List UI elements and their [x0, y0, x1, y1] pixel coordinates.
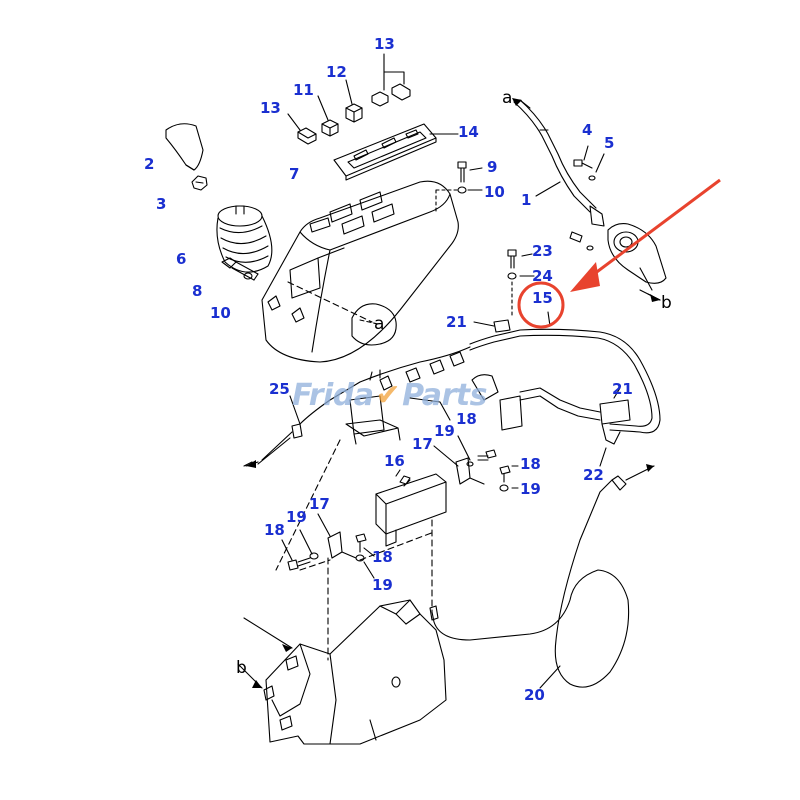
callout-11[interactable]: 11 [293, 81, 314, 99]
watermark-part2: Parts [402, 378, 487, 413]
reference-letter-a-top: a [502, 88, 513, 108]
highlight-arrow-head [570, 262, 600, 292]
watermark: Frida✔Parts [292, 378, 487, 413]
callout-16[interactable]: 16 [384, 452, 405, 470]
callout-3[interactable]: 3 [156, 195, 167, 213]
callout-7[interactable]: 7 [289, 165, 300, 183]
callout-4[interactable]: 4 [582, 121, 593, 139]
cable-20 [429, 465, 655, 688]
callout-19[interactable]: 19 [372, 576, 393, 594]
watermark-badge-icon: ✔ [375, 378, 401, 413]
washer-19d [499, 484, 509, 492]
callout-21[interactable]: 21 [446, 313, 467, 331]
callout-20[interactable]: 20 [524, 686, 545, 704]
nut [191, 175, 208, 191]
callout-24[interactable]: 24 [532, 267, 553, 285]
callout-9[interactable]: 9 [487, 158, 498, 176]
switch-13a [371, 71, 411, 107]
washer-10a [457, 186, 467, 194]
callout-18[interactable]: 18 [456, 410, 477, 428]
bolt-18c [477, 449, 497, 461]
controller-16 [375, 473, 447, 547]
callout-10[interactable]: 10 [210, 304, 231, 322]
bolt-23 [507, 249, 517, 269]
highlight-circle [517, 281, 565, 329]
highlight-arrow-shaft [577, 178, 721, 288]
callout-14[interactable]: 14 [458, 123, 479, 141]
callout-22[interactable]: 22 [583, 466, 604, 484]
callout-23[interactable]: 23 [532, 242, 553, 260]
callout-18[interactable]: 18 [520, 455, 541, 473]
switch-11 [321, 119, 339, 137]
watermark-part1: Frida [292, 378, 374, 413]
callout-25[interactable]: 25 [269, 380, 290, 398]
callout-21[interactable]: 21 [612, 380, 633, 398]
switch-12 [345, 103, 363, 123]
washer-24 [507, 272, 517, 280]
switch-plate [333, 123, 437, 181]
callout-19[interactable]: 19 [286, 508, 307, 526]
bracket-17b [455, 457, 485, 485]
callout-19[interactable]: 19 [434, 422, 455, 440]
callout-15[interactable]: 15 [532, 289, 553, 307]
reference-letter-b-right: b [661, 293, 672, 313]
console [261, 180, 459, 363]
callout-19[interactable]: 19 [520, 480, 541, 498]
callout-18[interactable]: 18 [372, 548, 393, 566]
callout-18[interactable]: 18 [264, 521, 285, 539]
callout-13[interactable]: 13 [260, 99, 281, 117]
bolt-18b [355, 533, 367, 553]
callout-13[interactable]: 13 [374, 35, 395, 53]
bracket-17a [327, 531, 357, 559]
callout-5[interactable]: 5 [604, 134, 615, 152]
highlight-annotation [517, 178, 721, 329]
callout-10[interactable]: 10 [484, 183, 505, 201]
switch-13b [297, 127, 317, 145]
wire-harness [245, 319, 661, 467]
washer-10b [243, 272, 253, 280]
callout-8[interactable]: 8 [192, 282, 203, 300]
bolt-8 [221, 257, 259, 281]
callout-12[interactable]: 12 [326, 63, 347, 81]
reference-letter-b-left: b [236, 658, 247, 678]
shift-boot [216, 205, 273, 273]
callout-6[interactable]: 6 [176, 250, 187, 268]
callout-17[interactable]: 17 [412, 435, 433, 453]
bolt-18a [287, 557, 311, 571]
base-frame [237, 599, 447, 745]
bolt-18d [499, 465, 511, 483]
washer-19a [309, 552, 319, 560]
callout-1[interactable]: 1 [521, 191, 532, 209]
callout-17[interactable]: 17 [309, 495, 330, 513]
callout-2[interactable]: 2 [144, 155, 155, 173]
reference-letter-a-console: a [374, 314, 385, 334]
bolt-9 [457, 161, 467, 183]
shift-knob [165, 123, 204, 171]
